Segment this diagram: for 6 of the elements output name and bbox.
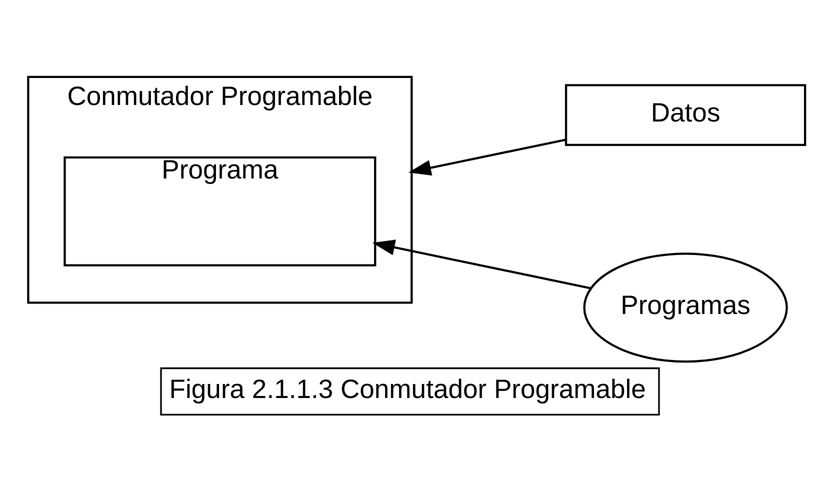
arrow (372, 240, 592, 290)
node-ellipse: Programas (583, 252, 788, 363)
caption: Figura 2.1.1.3 Conmutador Programable (169, 374, 646, 404)
arrow (408, 138, 566, 176)
node-box: Programa (64, 156, 376, 266)
node-box: Datos (564, 84, 806, 146)
